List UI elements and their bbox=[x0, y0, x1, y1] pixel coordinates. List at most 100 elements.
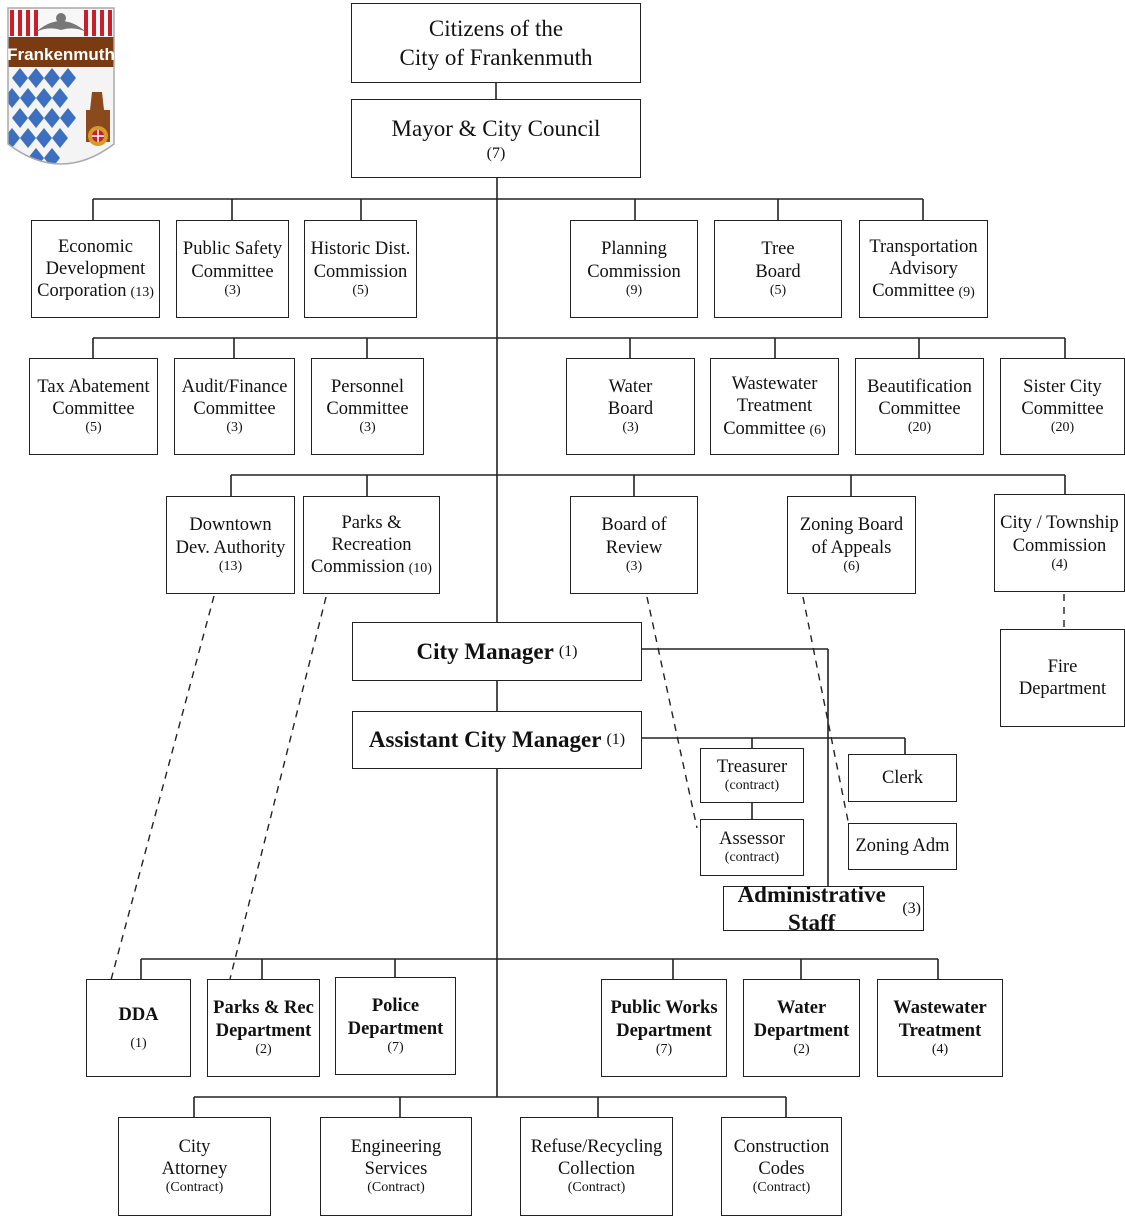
member-count: (5) bbox=[85, 420, 102, 436]
box-label: City of Frankenmuth bbox=[399, 45, 593, 70]
box-label-line: Planning bbox=[601, 238, 667, 260]
box-label: Committee bbox=[52, 399, 135, 420]
box-label-line: DDA bbox=[118, 1004, 158, 1026]
box-label: Committee bbox=[326, 399, 409, 420]
mayor-council-box: Mayor & City Council(7) bbox=[351, 99, 641, 178]
box-label: Audit/Finance bbox=[181, 376, 288, 397]
box-label-line: Commission bbox=[314, 261, 408, 283]
box-label: Zoning Board bbox=[799, 515, 904, 536]
box-label: Attorney bbox=[161, 1159, 228, 1180]
member-count: (1) bbox=[558, 642, 578, 660]
box-label-line: Assessor bbox=[719, 828, 785, 850]
box-label-line: Zoning Adm bbox=[855, 835, 949, 857]
box-label: Dev. Authority bbox=[175, 537, 286, 558]
box-label-line: Administrative Staff bbox=[726, 881, 897, 936]
box-label: Committee bbox=[193, 399, 276, 420]
member-count: (13) bbox=[130, 285, 154, 301]
box-label: Wastewater bbox=[731, 374, 818, 395]
box-label-line: of Appeals bbox=[812, 537, 892, 559]
box-label: DDA bbox=[118, 1004, 159, 1025]
box-label: Department bbox=[616, 1020, 712, 1041]
box-label: Services bbox=[364, 1159, 428, 1180]
box-label-line: Codes bbox=[758, 1158, 804, 1180]
box-label-line: Committee bbox=[193, 398, 275, 420]
box-label: Commission bbox=[313, 261, 408, 282]
box-label-line: Department bbox=[1019, 678, 1106, 700]
box-label: Sister City bbox=[1023, 376, 1102, 397]
box-label-line: Commission(10) bbox=[311, 556, 432, 578]
box-label-line: Treatment bbox=[899, 1020, 982, 1042]
box-label: Clerk bbox=[881, 767, 924, 788]
member-count: (6) bbox=[809, 422, 826, 438]
box-label: Construction bbox=[733, 1136, 830, 1157]
box-label: Tax Abatement bbox=[37, 376, 150, 397]
box-label: Board bbox=[607, 399, 654, 420]
member-count: (3) bbox=[224, 282, 241, 298]
box-label-line: Water bbox=[609, 376, 653, 398]
box-label-line: Parks & bbox=[341, 512, 401, 534]
box-label: Treasurer bbox=[716, 757, 788, 777]
box-label-line: Attorney bbox=[162, 1158, 228, 1180]
box-label-line: City / Township bbox=[1000, 512, 1119, 534]
box-label-line: Construction bbox=[734, 1136, 830, 1158]
box-label: Commission bbox=[1012, 535, 1107, 556]
box-label: Committee bbox=[1021, 399, 1104, 420]
member-count: (3) bbox=[625, 558, 643, 574]
box-label: Committee bbox=[872, 281, 955, 302]
box-label-line: Committee bbox=[191, 261, 273, 283]
box-label-line: Department bbox=[348, 1018, 444, 1040]
administrative-staff-box: Administrative Staff(3) bbox=[723, 882, 924, 935]
box-label-line: Economic bbox=[58, 236, 133, 258]
box-label-line: Public Safety bbox=[183, 238, 282, 260]
box-label-line: Public Works bbox=[610, 997, 717, 1019]
box-label: Administrative Staff bbox=[737, 881, 886, 935]
box-label: Department bbox=[753, 1020, 850, 1041]
box-label-line: Wastewater bbox=[893, 997, 987, 1019]
member-count: (7) bbox=[486, 144, 506, 162]
member-count: (1) bbox=[130, 1035, 147, 1051]
box-label-line: Parks & Rec bbox=[213, 997, 314, 1019]
box-label-line: Personnel bbox=[331, 376, 404, 398]
box-label: Commission bbox=[587, 261, 681, 282]
box-label-line: Refuse/Recycling bbox=[531, 1136, 663, 1158]
box-label: Committee bbox=[191, 261, 274, 282]
box-label-line: Collection bbox=[558, 1158, 635, 1180]
box-label-line: Committee bbox=[326, 398, 408, 420]
member-count: (7) bbox=[655, 1041, 673, 1057]
box-label: Public Safety bbox=[182, 239, 283, 260]
box-label-line: Department bbox=[216, 1020, 312, 1042]
box-label: of Appeals bbox=[811, 537, 892, 558]
box-label: Treatment bbox=[736, 396, 813, 417]
box-label: Beautification bbox=[867, 376, 972, 397]
box-label-line: Transportation bbox=[869, 236, 977, 258]
contract-note: (Contract) bbox=[165, 1180, 224, 1196]
box-label-line: Assistant City Manager bbox=[369, 726, 602, 754]
box-label-line: Development bbox=[46, 258, 146, 280]
contract-note: (Contract) bbox=[567, 1180, 626, 1196]
zoning-administrator-box: Zoning Adm bbox=[848, 823, 957, 870]
box-label-line: Department bbox=[616, 1020, 712, 1042]
box-label: Advisory bbox=[889, 258, 958, 279]
box-label: Board bbox=[755, 261, 801, 282]
box-label: Assistant City Manager bbox=[368, 727, 602, 753]
box-label: City Manager bbox=[416, 638, 554, 664]
box-label-line: Board bbox=[755, 261, 800, 283]
member-count: (2) bbox=[793, 1041, 810, 1057]
city-manager-box: City Manager(1) bbox=[352, 622, 642, 681]
box-label: Citizens of the bbox=[428, 15, 564, 41]
box-label-line: Recreation bbox=[331, 534, 411, 556]
box-label-line: Police bbox=[372, 995, 419, 1017]
box-label: Corporation bbox=[37, 281, 127, 302]
